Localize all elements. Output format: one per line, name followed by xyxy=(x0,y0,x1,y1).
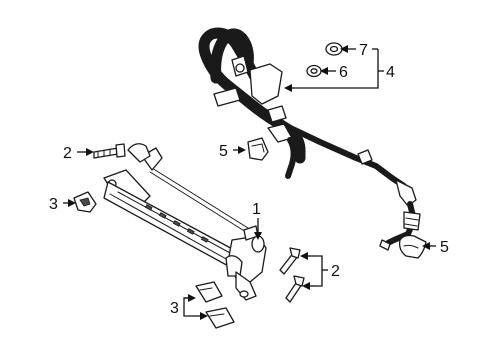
bolt-part-2-lower-b xyxy=(285,275,305,303)
clip-part-5-left xyxy=(247,137,269,161)
callout-3-upper: 3 xyxy=(49,196,58,213)
cooler-line-assembly xyxy=(198,27,421,251)
callout-7: 7 xyxy=(359,42,368,59)
bolt-part-2-lower-a xyxy=(279,247,301,275)
callout-2-upper: 2 xyxy=(63,145,72,162)
clip-part-5-right xyxy=(398,234,427,259)
callout-3-lower: 3 xyxy=(170,300,179,317)
washer-part-7 xyxy=(325,42,343,56)
clip-part-3-left xyxy=(73,191,97,213)
bolt-part-2-upper xyxy=(93,143,126,159)
steering-rack-part-1 xyxy=(103,143,267,301)
callout-4: 4 xyxy=(386,64,395,81)
callout-5-left: 5 xyxy=(219,143,228,160)
callout-labels: 1 2 3 5 7 6 4 2 5 3 xyxy=(49,42,449,317)
callout-1: 1 xyxy=(252,201,261,218)
clip-part-3-lower-b xyxy=(205,307,235,329)
callout-6: 6 xyxy=(339,64,348,81)
callout-2-lower: 2 xyxy=(331,263,340,280)
callout-5-right: 5 xyxy=(440,239,449,256)
clip-part-3-lower-a xyxy=(195,281,223,303)
leader-lines xyxy=(63,45,436,320)
nut-part-6 xyxy=(306,64,322,78)
